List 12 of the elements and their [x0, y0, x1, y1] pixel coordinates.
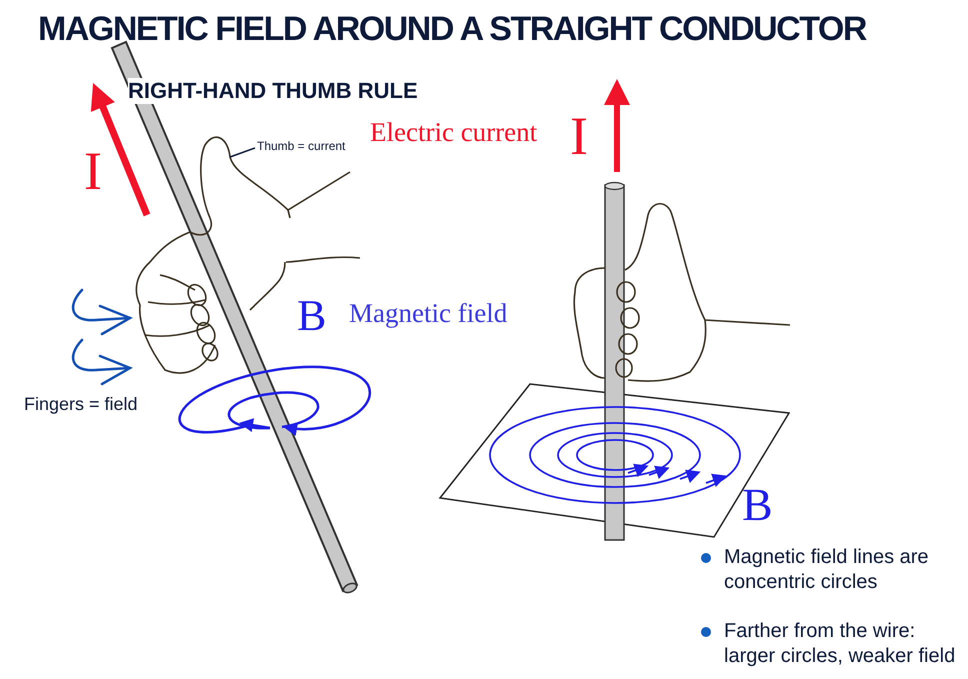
leader-line [230, 147, 256, 158]
label: Magnetic field [349, 298, 508, 329]
callout-label: Thumb = current [257, 139, 346, 153]
field-symbol: B [742, 478, 773, 531]
current-symbol: I [84, 140, 102, 202]
current-symbol: I [570, 105, 588, 167]
bullet-point: Magnetic field lines are concentric circles [724, 545, 930, 595]
bullet-point: Farther from the wire: larger circles, weaker field [724, 619, 956, 669]
field-symbol: B [297, 290, 326, 341]
label: Fingers = field [24, 394, 138, 415]
label: Electric current [370, 117, 538, 148]
title: MAGNETIC FIELD AROUND A STRAIGHT CONDUCTOR [38, 10, 866, 49]
